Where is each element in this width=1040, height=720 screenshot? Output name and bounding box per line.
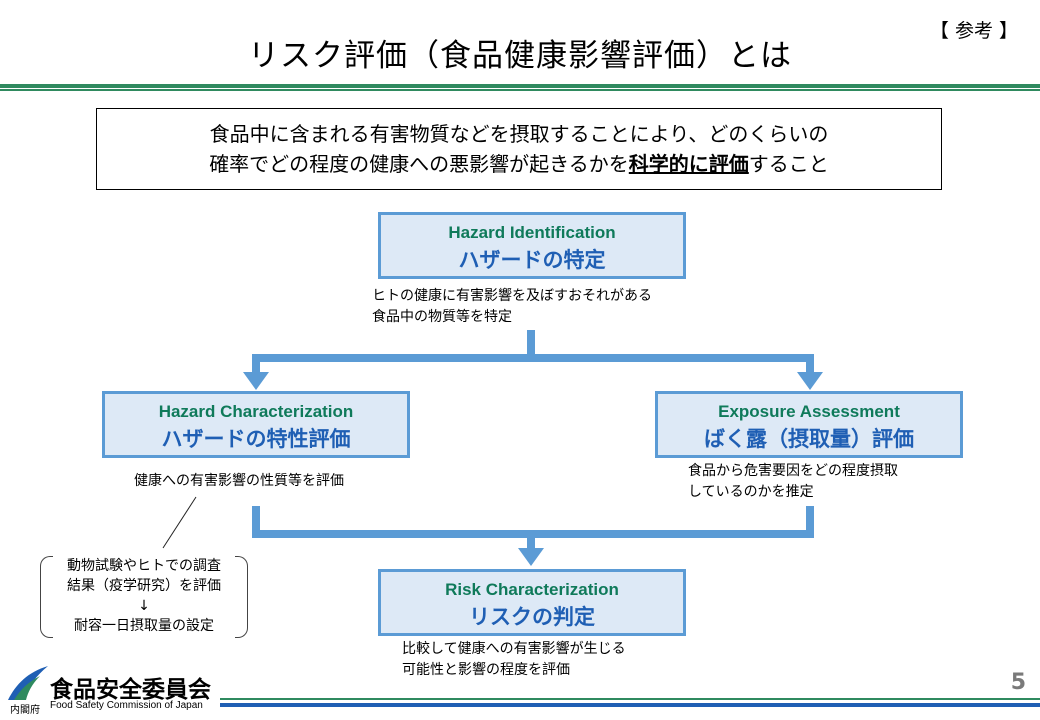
footer-divider-green [220, 698, 1040, 700]
note-line: 比較して健康への有害影響が生じる [402, 641, 626, 657]
bracket-left [40, 556, 53, 638]
arrowhead-to-exposure-assessment [797, 372, 823, 390]
node-hazard-characterization: Hazard Characterization ハザードの特性評価 [102, 391, 410, 458]
node-en-label: Exposure Assessment [718, 402, 900, 421]
side-note-pointer-line [162, 496, 197, 549]
side-note-line-2: 結果（疫学研究）を評価 [67, 578, 221, 594]
org-name-en: Food Safety Commission of Japan [50, 700, 203, 711]
definition-box: 食品中に含まれる有害物質などを摂取することにより、どのくらいの 確率でどの程度の… [96, 108, 942, 190]
fsc-logo-icon [8, 666, 48, 700]
node-ja-label: ハザードの特性評価 [161, 427, 351, 451]
node-en-label: Hazard Characterization [158, 402, 354, 421]
note-risk-characterization: 比較して健康への有害影響が生じる 可能性と影響の程度を評価 [402, 639, 626, 681]
definition-line-1: 食品中に含まれる有害物質などを摂取することにより、どのくらいの [209, 122, 829, 146]
definition-emphasis: 科学的に評価 [628, 152, 749, 176]
side-note: 動物試験やヒトでの調査 結果（疫学研究）を評価 ↓ 耐容一日摂取量の設定 [40, 556, 248, 638]
page-title: リスク評価（食品健康影響評価）とは [248, 38, 792, 74]
header-divider [0, 84, 1040, 88]
footer-divider-blue [220, 703, 1040, 707]
side-note-line-3: 耐容一日摂取量の設定 [74, 618, 214, 634]
arrowhead-to-risk-characterization [518, 548, 544, 566]
page-number: 5 [1010, 670, 1026, 695]
note-line: 健康への有害影響の性質等を評価 [134, 473, 344, 489]
connector-left-up [252, 506, 260, 538]
connector-right-down [806, 354, 814, 374]
side-note-arrow: ↓ [138, 598, 150, 614]
cabinet-office-label: 内閣府 [10, 705, 40, 716]
node-ja-label: ばく露（摂取量）評価 [704, 427, 914, 451]
connector-right-up [806, 506, 814, 538]
arrowhead-to-hazard-characterization [243, 372, 269, 390]
note-line: 食品中の物質等を特定 [372, 309, 512, 325]
connector-merge-down [527, 530, 535, 550]
connector-left-down [252, 354, 260, 374]
node-ja-label: リスクの判定 [469, 605, 595, 629]
note-line: ヒトの健康に有害影響を及ぼすおそれがある [372, 288, 652, 304]
node-ja-label: ハザードの特定 [458, 248, 606, 272]
header-divider-thin [0, 89, 1040, 91]
reference-tag: 【 参考 】 [929, 20, 1018, 42]
note-exposure-assessment: 食品から危害要因をどの程度摂取 しているのかを推定 [688, 461, 898, 503]
node-en-label: Risk Characterization [445, 580, 619, 599]
definition-suffix: すること [748, 152, 829, 176]
org-name: 食品安全委員会 [50, 677, 211, 703]
node-exposure-assessment: Exposure Assessment ばく露（摂取量）評価 [655, 391, 963, 458]
note-hazard-characterization: 健康への有害影響の性質等を評価 [134, 471, 344, 492]
definition-prefix: 確率でどの程度の健康への悪影響が起きるかを [209, 152, 629, 176]
node-hazard-identification: Hazard Identification ハザードの特定 [378, 212, 686, 279]
connector-top-horizontal [252, 354, 814, 362]
node-en-label: Hazard Identification [448, 223, 616, 242]
note-line: 食品から危害要因をどの程度摂取 [688, 463, 898, 479]
node-risk-characterization: Risk Characterization リスクの判定 [378, 569, 686, 636]
note-line: 可能性と影響の程度を評価 [402, 662, 570, 678]
bracket-right [235, 556, 248, 638]
definition-line-2: 確率でどの程度の健康への悪影響が起きるかを科学的に評価すること [97, 149, 941, 179]
note-line: しているのかを推定 [688, 484, 814, 500]
connector-hi-down [527, 330, 535, 358]
note-hazard-identification: ヒトの健康に有害影響を及ぼすおそれがある 食品中の物質等を特定 [372, 286, 652, 328]
side-note-line-1: 動物試験やヒトでの調査 [67, 558, 221, 574]
